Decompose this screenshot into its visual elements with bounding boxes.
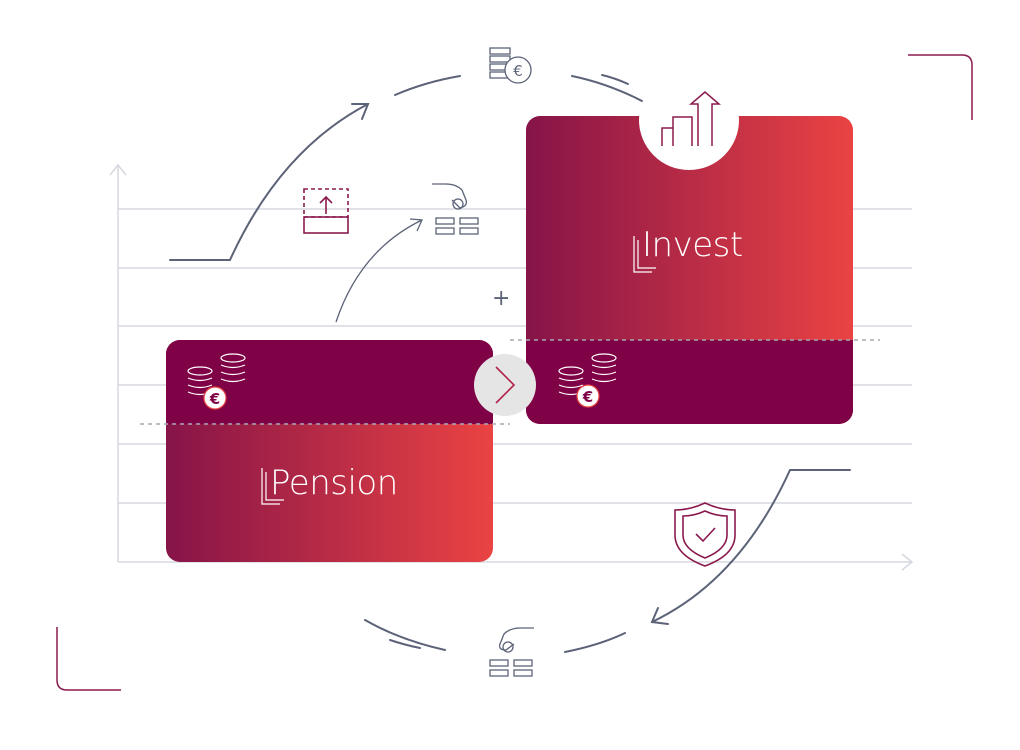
coins-euro-icon (558, 353, 617, 408)
logo-mark (261, 236, 656, 505)
plus-sign: + (492, 286, 511, 311)
upload-box-icon (303, 188, 349, 234)
coins-euro-icon (489, 47, 532, 84)
hand-coins-icon (432, 183, 479, 235)
growth-chart-icon (639, 70, 739, 170)
svg-text:€: € (513, 62, 523, 80)
euro-symbol: € (209, 390, 220, 408)
flow-arrow-down (651, 469, 851, 623)
shield-check-icon (674, 502, 736, 567)
invest-label: Invest (642, 225, 743, 265)
cycle-arcs (169, 74, 851, 653)
pension-card (166, 340, 493, 562)
next-arrow-icon (495, 366, 516, 404)
corner-bracket-top-right (908, 54, 973, 120)
hand-coins-icon (489, 627, 534, 677)
pension-label: Pension (270, 463, 398, 503)
dashed-dividers (140, 339, 880, 425)
flow-arrow-up (169, 103, 369, 261)
coins-euro-icon (187, 353, 246, 410)
svg-text:€: € (582, 388, 593, 406)
next-arrow-button[interactable] (474, 354, 536, 416)
corner-bracket-bottom-left (56, 627, 121, 691)
small-curve-arrow (335, 219, 423, 323)
